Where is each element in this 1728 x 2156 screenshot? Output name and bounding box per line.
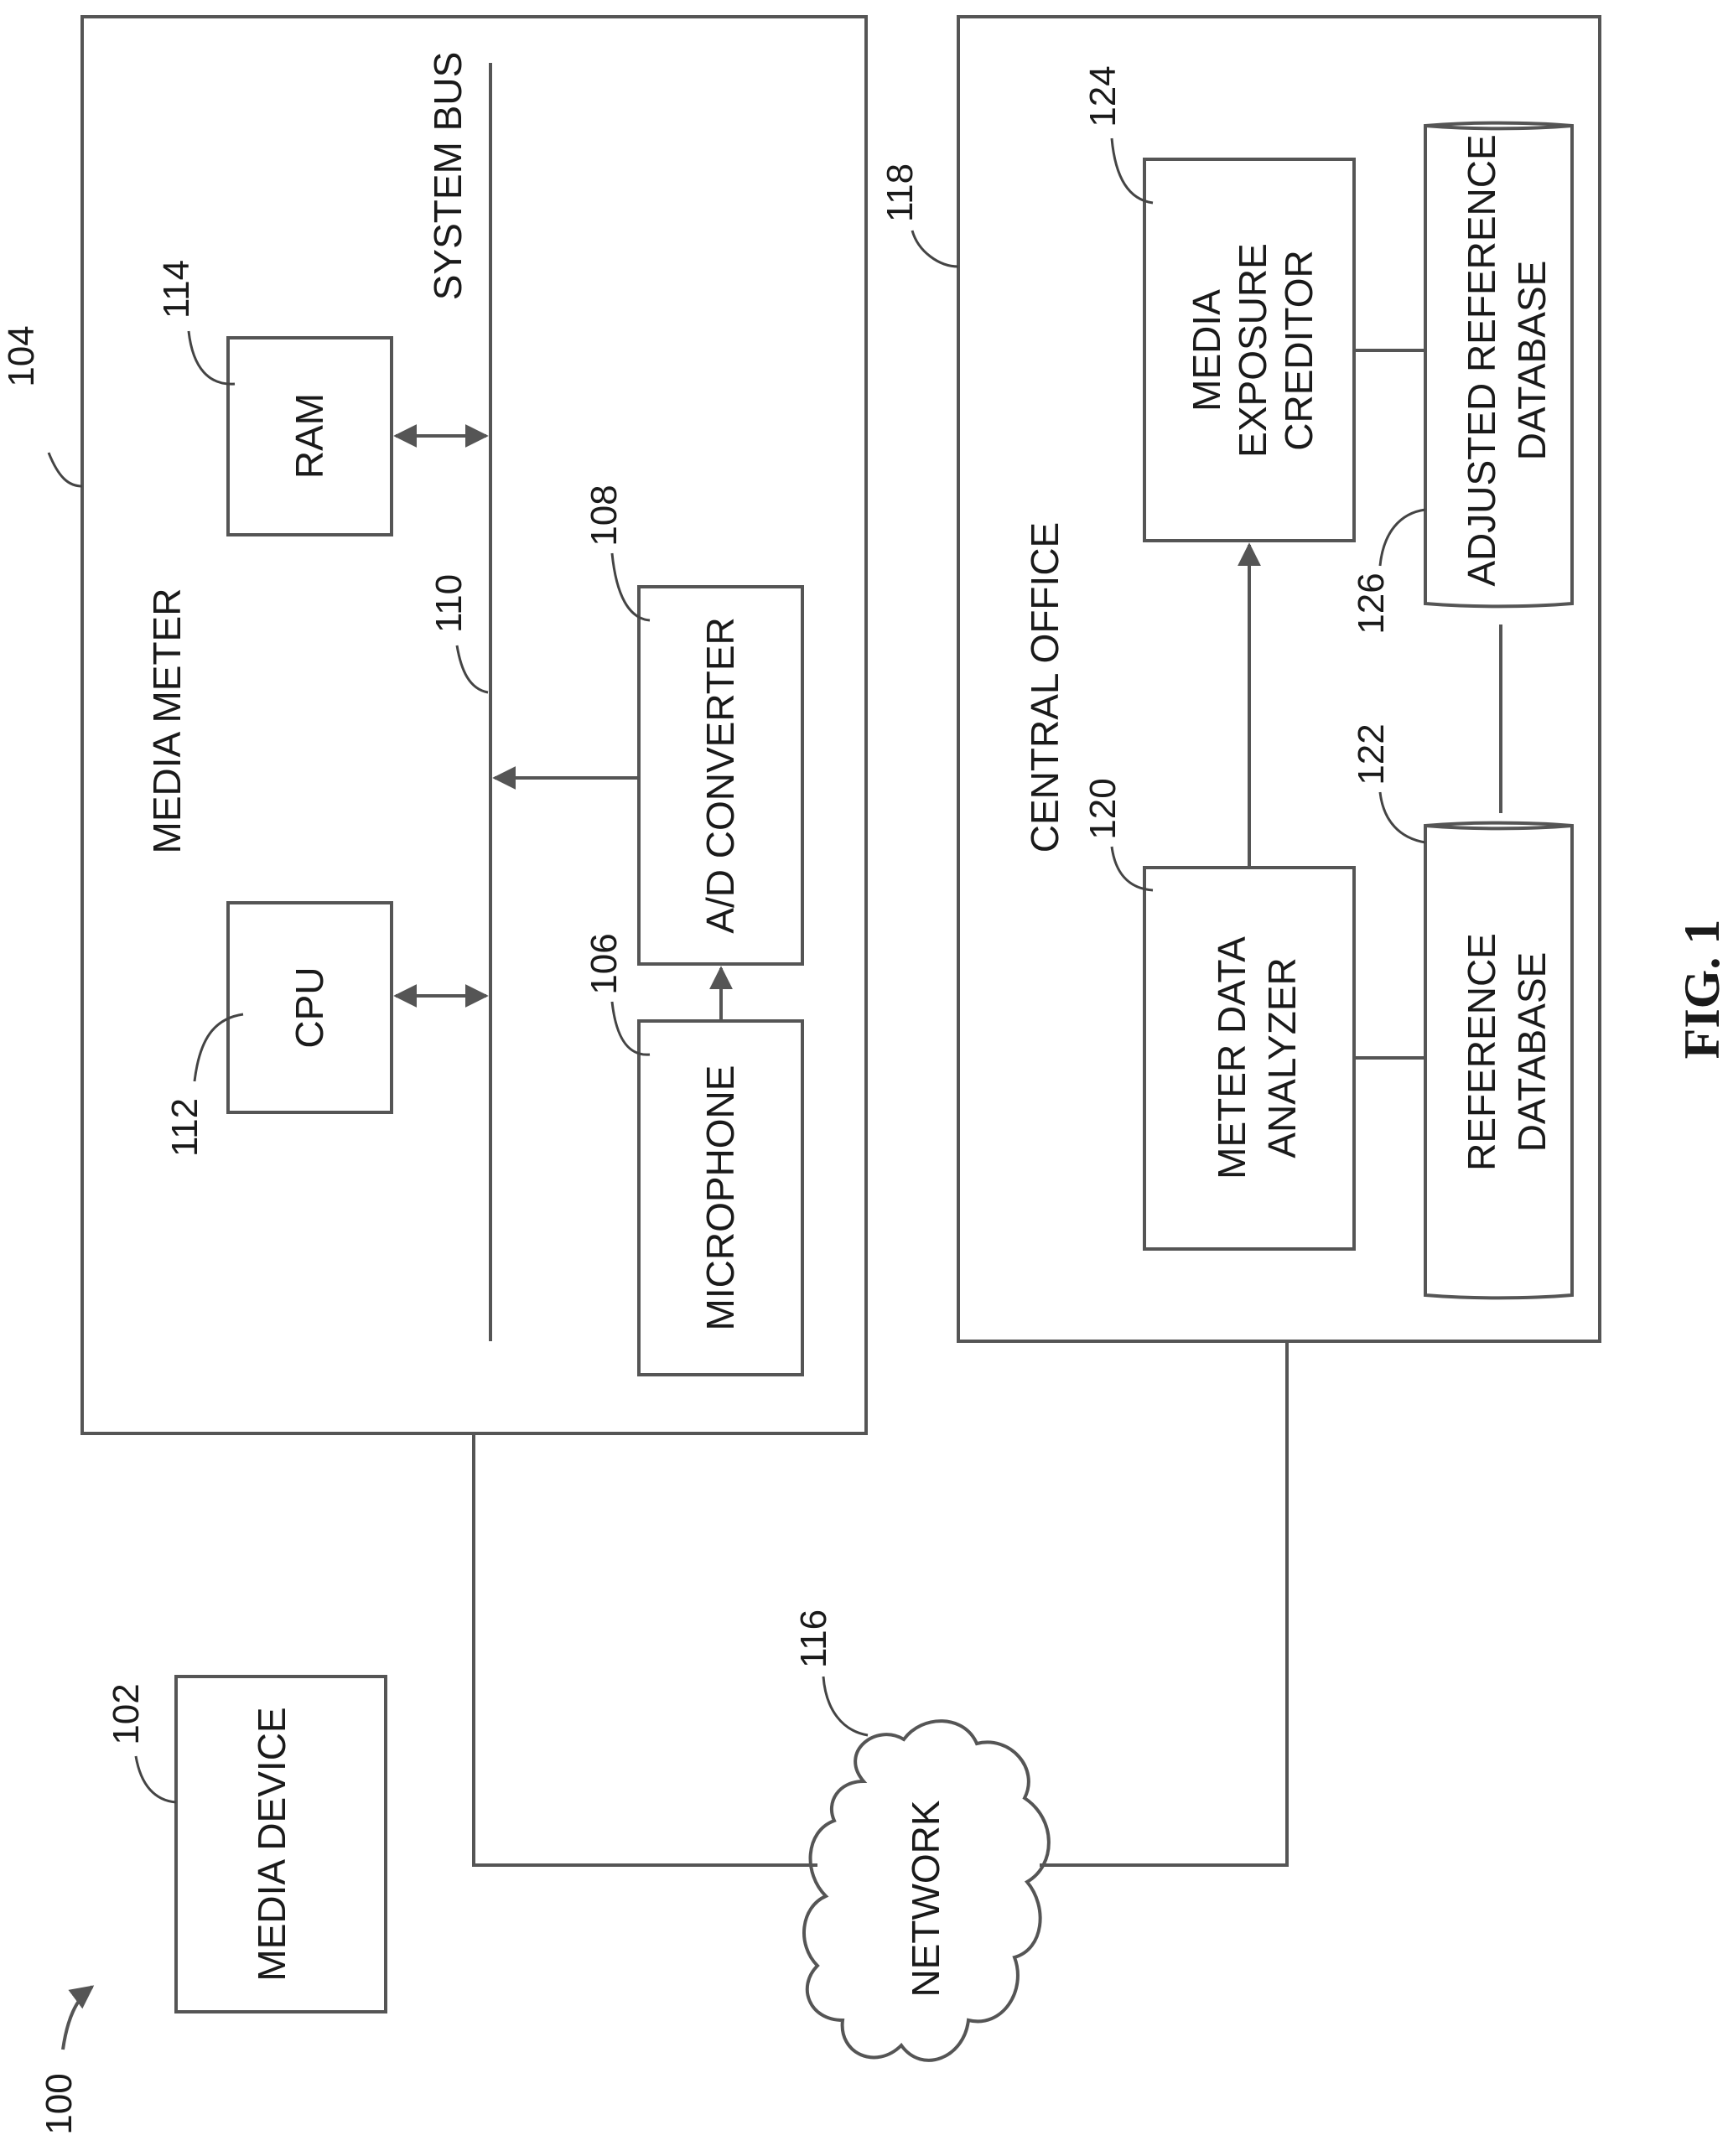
adjusted-reference-database-line1: ADJUSTED REFERENCE (1460, 134, 1503, 586)
ref-118: 118 (880, 163, 921, 222)
leader-104 (49, 453, 82, 486)
ram-label: RAM (288, 393, 331, 479)
figure-label: FIG. 1 (1674, 920, 1728, 1060)
reference-database-line1: REFERENCE (1460, 933, 1503, 1171)
system-bus-label: SYSTEM BUS (426, 52, 470, 301)
ref-114: 114 (156, 260, 197, 319)
network-label: NETWORK (904, 1800, 947, 1997)
ref-104: 104 (1, 325, 42, 386)
media-exposure-creditor-line3: CREDITOR (1277, 250, 1321, 450)
ref-110: 110 (428, 574, 470, 633)
media-meter-label: MEDIA METER (145, 588, 189, 854)
ad-converter-label: A/D CONVERTER (698, 617, 742, 933)
leader-116 (823, 1677, 868, 1735)
central-office-to-network-line (1040, 1341, 1287, 1865)
ref-100: 100 (39, 2073, 80, 2134)
meter-to-network-line (474, 1433, 817, 1865)
media-device-label: MEDIA DEVICE (250, 1707, 293, 1981)
leader-118 (912, 231, 958, 267)
ref-122: 122 (1351, 723, 1392, 785)
ref-116: 116 (793, 1609, 834, 1668)
ref-126: 126 (1351, 573, 1392, 634)
leader-100 (63, 1987, 92, 2050)
ref-108: 108 (584, 485, 625, 546)
cpu-label: CPU (288, 967, 331, 1048)
ref-102: 102 (106, 1683, 147, 1744)
media-exposure-creditor-line2: EXPOSURE (1231, 243, 1274, 458)
meter-data-analyzer-line1: METER DATA (1210, 936, 1253, 1179)
adjusted-reference-database-line2: DATABASE (1510, 261, 1554, 461)
meter-data-analyzer-line2: ANALYZER (1260, 957, 1304, 1158)
ref-120: 120 (1082, 778, 1123, 839)
ref-124: 124 (1082, 65, 1123, 127)
microphone-label: MICROPHONE (698, 1065, 742, 1331)
ref-112: 112 (164, 1098, 205, 1157)
central-office-label: CENTRAL OFFICE (1023, 522, 1066, 853)
ref-106: 106 (584, 933, 625, 994)
reference-database-line2: DATABASE (1510, 952, 1554, 1153)
media-exposure-creditor-line1: MEDIA (1185, 289, 1228, 412)
leader-102 (136, 1756, 176, 1802)
